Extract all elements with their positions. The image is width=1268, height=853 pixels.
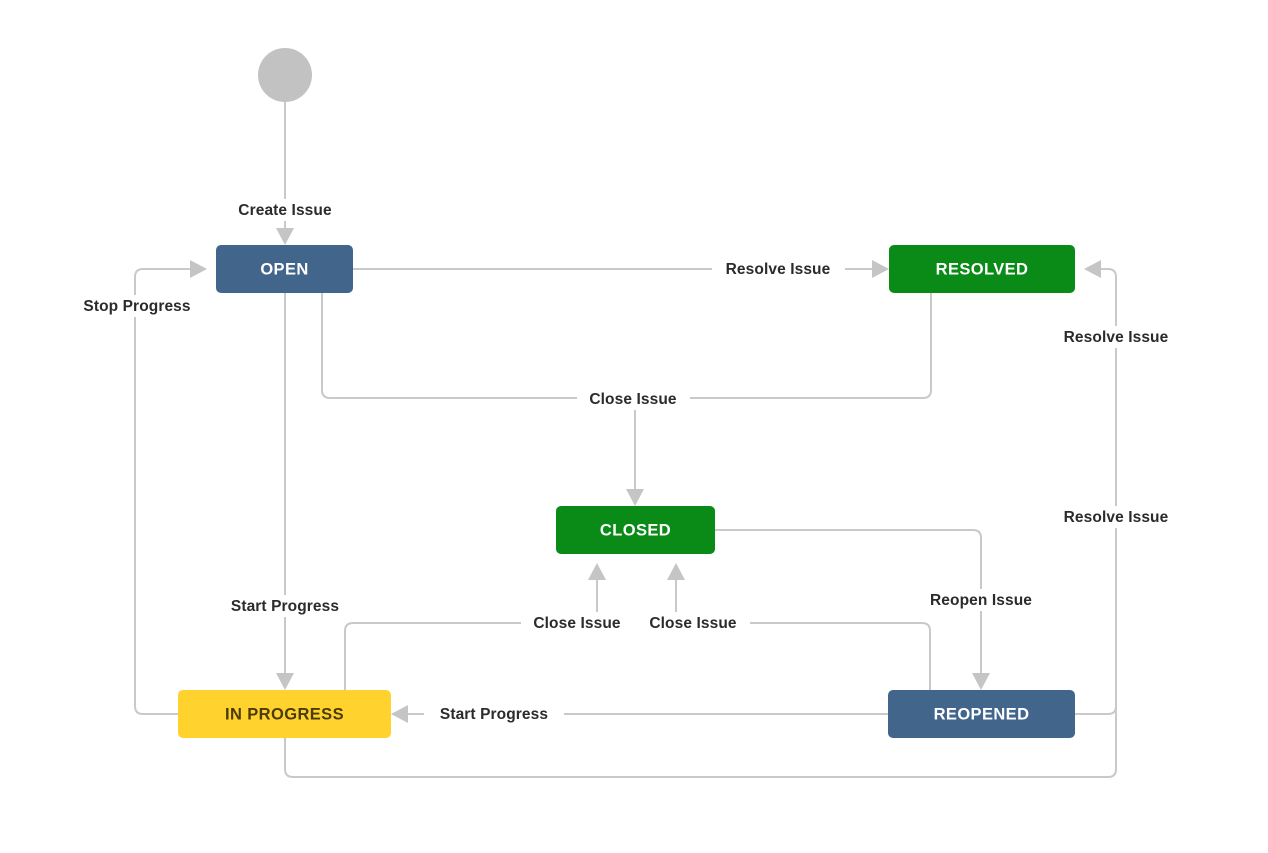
edge-label-close-issue-open-text: Close Issue	[589, 391, 677, 408]
node-resolved-rect[interactable]	[889, 245, 1075, 293]
label-bg	[915, 589, 1048, 611]
node-reopened-rect[interactable]	[888, 690, 1075, 738]
edge-label-resolve-issue-inprogress-text: Resolve Issue	[1064, 509, 1169, 526]
edge-label-stop-progress: Stop Progress	[68, 295, 207, 317]
edge-resolve-issue-inprogress	[284, 277, 1117, 778]
edge-label-start-progress-reopened: Start Progress	[424, 703, 564, 725]
label-bg	[424, 703, 564, 725]
label-bg	[68, 295, 207, 317]
arrowhead-close-issue-reopened	[667, 563, 685, 580]
edge-label-start-progress-open-text: Start Progress	[231, 598, 339, 615]
arrowhead-create-issue	[276, 228, 294, 245]
label-bg	[225, 199, 345, 221]
edge-close-issue-reopened	[676, 622, 931, 690]
arrowhead-stop-progress	[190, 260, 207, 278]
arrowhead-resolve-issue-open	[872, 260, 889, 278]
edge-label-reopen-issue-text: Reopen Issue	[930, 592, 1032, 609]
node-resolved[interactable]: RESOLVED	[889, 245, 1075, 293]
edge-label-close-issue-open: Close Issue	[577, 388, 690, 410]
edge-label-start-progress-open: Start Progress	[215, 595, 355, 617]
edge-label-start-progress-reopened-text: Start Progress	[440, 706, 548, 723]
edge-label-create-issue-text: Create Issue	[238, 202, 332, 219]
edge-label-close-issue-inprogress-text: Close Issue	[533, 615, 621, 632]
edge-label-create-issue: Create Issue	[225, 199, 345, 221]
edge-label-reopen-issue: Reopen Issue	[915, 589, 1048, 611]
label-bg	[1050, 506, 1183, 528]
node-reopened[interactable]: REOPENED	[888, 690, 1075, 738]
arrowhead-close-issue-merge	[626, 489, 644, 506]
node-closed-rect[interactable]	[556, 506, 715, 554]
edge-label-close-issue-reopened: Close Issue	[637, 612, 750, 634]
edge-label-layer: Create Issue Resolve Issue Close Issue S…	[68, 199, 1183, 725]
node-open-rect[interactable]	[216, 245, 353, 293]
edge-reopen-issue	[715, 529, 982, 681]
edge-label-close-issue-reopened-text: Close Issue	[649, 615, 737, 632]
edge-label-resolve-issue-open-text: Resolve Issue	[726, 261, 831, 278]
label-bg	[521, 612, 634, 634]
edge-label-resolve-issue-inprogress: Resolve Issue	[1050, 506, 1183, 528]
edge-label-resolve-issue-reopened-text: Resolve Issue	[1064, 329, 1169, 346]
edge-stop-progress	[134, 268, 198, 715]
edge-layer	[134, 102, 1117, 778]
arrowhead-reopen-issue	[972, 673, 990, 690]
node-layer: OPEN RESOLVED CLOSED IN PROGRESS REOPENE…	[178, 245, 1075, 738]
node-in-progress[interactable]: IN PROGRESS	[178, 690, 391, 738]
label-bg	[215, 595, 355, 617]
edge-label-close-issue-inprogress: Close Issue	[521, 612, 634, 634]
arrowhead-start-progress-reopened	[391, 705, 408, 723]
label-bg	[577, 388, 690, 410]
edge-label-resolve-issue-reopened: Resolve Issue	[1050, 326, 1183, 348]
label-bg	[637, 612, 750, 634]
node-open[interactable]: OPEN	[216, 245, 353, 293]
label-bg	[712, 258, 845, 280]
label-bg	[1050, 326, 1183, 348]
edge-close-issue-open	[321, 293, 635, 399]
node-closed[interactable]: CLOSED	[556, 506, 715, 554]
arrowhead-start-progress-open	[276, 673, 294, 690]
edge-close-issue-resolved	[635, 293, 932, 399]
edge-label-stop-progress-text: Stop Progress	[83, 298, 190, 315]
edge-label-resolve-issue-open: Resolve Issue	[712, 258, 845, 280]
arrowhead-resolve-issue-reopened	[1084, 260, 1101, 278]
start-node[interactable]	[258, 48, 312, 102]
arrowhead-close-issue-inprogress	[588, 563, 606, 580]
node-in-progress-rect[interactable]	[178, 690, 391, 738]
edge-close-issue-inprogress	[344, 622, 597, 690]
